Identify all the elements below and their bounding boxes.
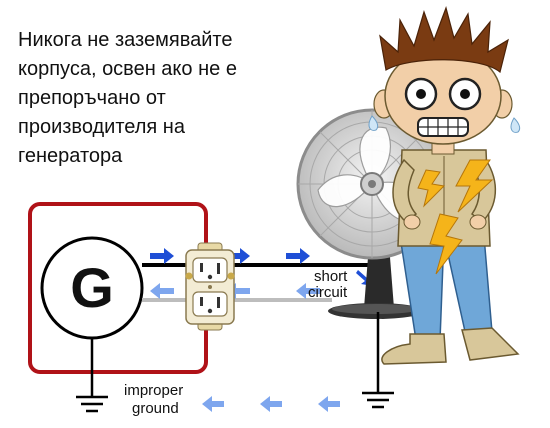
electric-spark-icon: [417, 159, 494, 275]
warning-line: генератора: [18, 145, 123, 167]
arrow-left-icon: [202, 396, 224, 412]
ground-symbol-icon: [76, 395, 108, 413]
short-circuit-label: circuit: [308, 284, 348, 301]
arrow-left-icon: [318, 396, 340, 412]
short-circuit-label: short: [314, 268, 348, 285]
generator-label: G: [70, 256, 114, 319]
current-arrows-neutral: [150, 283, 320, 299]
improper-ground-label: ground: [132, 400, 179, 417]
ground-symbol-icon: [362, 391, 394, 409]
generator-symbol: [40, 236, 144, 340]
arrow-right-icon: [286, 248, 310, 264]
arrow-left-icon: [150, 283, 174, 299]
warning-line: препоръчано от: [18, 87, 166, 109]
arrow-left-icon: [296, 283, 320, 299]
warning-line: производителя на: [18, 116, 185, 138]
warning-line: Никога не заземявайте: [18, 29, 233, 51]
arrow-right-icon: [226, 248, 250, 264]
shocked-man-icon: [368, 6, 521, 365]
duplex-outlet-icon: [185, 242, 235, 331]
improper-ground-label: improper: [124, 382, 183, 399]
arrow-right-icon: [150, 248, 174, 264]
current-arrows-hot: [150, 248, 373, 286]
warning-line: корпуса, освен ако не е: [18, 58, 237, 80]
current-arrows-ground: [202, 396, 340, 412]
warning-text: Никога не заземявайте корпуса, освен ако…: [18, 26, 278, 171]
arrow-left-icon: [260, 396, 282, 412]
